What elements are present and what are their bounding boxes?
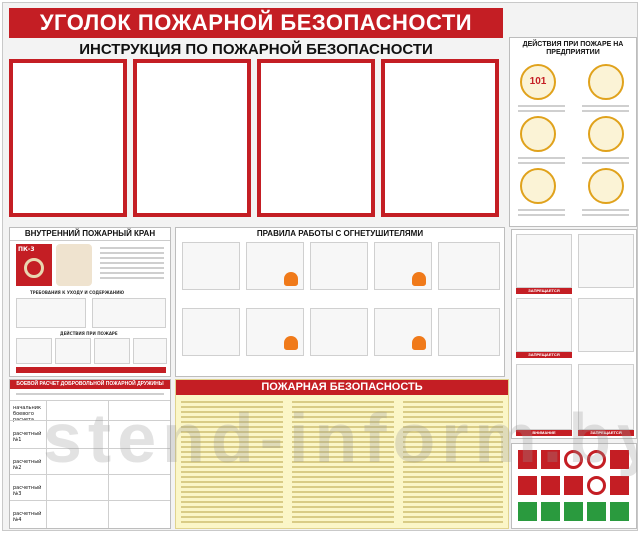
board-subtitle: ИНСТРУКЦИЯ ПО ПОЖАРНОЙ БЕЗОПАСНОСТИ bbox=[79, 41, 433, 58]
exit-sign-icon bbox=[518, 502, 537, 521]
table-row: начальник боевого расчета bbox=[10, 400, 170, 423]
row-label: расчетный №2 bbox=[13, 459, 42, 471]
requirements-heading: ТРЕБОВАНИЯ К УХОДУ И СОДЕРЖАНИЮ bbox=[30, 290, 125, 295]
prohibition-panel: ЗАПРЕЩАЕТСЯ ЗАПРЕЩАЕТСЯ ВНИМАНИЕ ЗАПРЕЩА… bbox=[511, 229, 637, 439]
evacuation-exit-sign-icon bbox=[610, 502, 629, 521]
emergency-exit-sign-icon bbox=[587, 502, 606, 521]
first-aid-sign-icon bbox=[541, 502, 560, 521]
actions-text bbox=[578, 154, 633, 167]
combat-crew-intro bbox=[12, 390, 168, 398]
hydrant-action-step-3 bbox=[94, 338, 130, 364]
warning-image-2 bbox=[578, 234, 634, 288]
document-pocket-4[interactable] bbox=[381, 59, 499, 217]
extinguisher-step-10 bbox=[438, 308, 500, 356]
row-label: расчетный №4 bbox=[13, 511, 42, 523]
fire-flame-icon bbox=[284, 336, 298, 350]
document-pocket-1[interactable] bbox=[9, 59, 127, 217]
hydrant-warning-strip bbox=[16, 367, 166, 373]
hydrant-cabinet: ПК-3 bbox=[16, 244, 52, 286]
actions-panel-title: ДЕЙСТВИЯ ПРИ ПОЖАРЕ НА ПРЕДПРИЯТИИ bbox=[522, 41, 624, 56]
no-smoking-sign-icon bbox=[564, 450, 583, 469]
extinguisher-step-3 bbox=[310, 242, 368, 290]
fire-hose-sign-icon bbox=[610, 450, 629, 469]
hydrant-action-step-1 bbox=[16, 338, 52, 364]
table-divider bbox=[108, 400, 109, 528]
table-row: расчетный №2 bbox=[10, 448, 170, 475]
hose-reel-icon bbox=[24, 258, 44, 278]
prohibition-label: ЗАПРЕЩАЕТСЯ bbox=[516, 352, 572, 358]
actions-text bbox=[578, 206, 633, 219]
extinguisher-step-8 bbox=[310, 308, 368, 356]
safety-text-column-1 bbox=[178, 398, 286, 526]
hydrant-text bbox=[96, 244, 168, 282]
table-row: расчетный №1 bbox=[10, 420, 170, 449]
extinguisher-step-2 bbox=[246, 242, 304, 290]
extinguisher-step-4 bbox=[374, 242, 432, 290]
alarm-button-icon bbox=[588, 116, 624, 152]
document-pocket-3[interactable] bbox=[257, 59, 375, 217]
warning-image-6 bbox=[578, 364, 634, 430]
fire-brigade-icon bbox=[588, 168, 624, 204]
row-label: расчетный №3 bbox=[13, 485, 42, 497]
extinguisher-step-6 bbox=[182, 308, 240, 356]
extinguisher-panel-title: ПРАВИЛА РАБОТЫ С ОГНЕТУШИТЕЛЯМИ bbox=[256, 229, 424, 238]
phone-sign-icon bbox=[564, 476, 583, 495]
table-row: расчетный №3 bbox=[10, 474, 170, 501]
warning-image-4 bbox=[578, 298, 634, 352]
phone-number: 101 bbox=[529, 76, 547, 87]
fire-alarm-sign-icon bbox=[518, 450, 537, 469]
hydrant-actions-heading: ДЕЙСТВИЯ ПРИ ПОЖАРЕ bbox=[60, 331, 118, 336]
prohibition-label: ЗАПРЕЩАЕТСЯ bbox=[516, 288, 572, 294]
safety-signs-panel bbox=[511, 443, 637, 529]
hydrant-panel-title: ВНУТРЕННИЙ ПОЖАРНЫЙ КРАН bbox=[10, 228, 170, 241]
actions-text bbox=[514, 154, 569, 167]
actions-text bbox=[514, 102, 569, 115]
no-open-fire-sign-icon bbox=[587, 450, 606, 469]
fire-safety-title: ПОЖАРНАЯ БЕЗОПАСНОСТЬ bbox=[176, 380, 508, 395]
fire-stand-sign-icon bbox=[610, 476, 629, 495]
warning-image-5 bbox=[516, 364, 572, 430]
phone-101-icon: 101 bbox=[520, 64, 556, 100]
power-off-icon bbox=[520, 168, 556, 204]
table-row: расчетный №4 bbox=[10, 500, 170, 528]
hose-image bbox=[56, 244, 92, 286]
direction-sign-icon bbox=[564, 502, 583, 521]
no-water-sign-icon bbox=[587, 476, 606, 495]
extinguisher-panel: ПРАВИЛА РАБОТЫ С ОГНЕТУШИТЕЛЯМИ bbox=[175, 227, 505, 377]
nozzle-diagram bbox=[92, 298, 166, 328]
fire-extinguisher-sign-icon bbox=[541, 450, 560, 469]
attention-label: ВНИМАНИЕ bbox=[516, 430, 572, 436]
fire-flame-icon bbox=[412, 336, 426, 350]
ladder-sign-icon bbox=[541, 476, 560, 495]
fire-flame-icon bbox=[284, 272, 298, 286]
combat-crew-panel: БОЕВОЙ РАСЧЕТ ДОБРОВОЛЬНОЙ ПОЖАРНОЙ ДРУЖ… bbox=[9, 379, 171, 529]
fire-flame-icon bbox=[412, 272, 426, 286]
warning-image-1 bbox=[516, 234, 572, 288]
warning-image-3 bbox=[516, 298, 572, 352]
cabinet-label: ПК-3 bbox=[18, 246, 35, 253]
hydrant-action-step-4 bbox=[133, 338, 167, 364]
prohibition-label: ЗАПРЕЩАЕТСЯ bbox=[578, 430, 634, 436]
hydrant-action-step-2 bbox=[55, 338, 91, 364]
hydrant-panel: ВНУТРЕННИЙ ПОЖАРНЫЙ КРАН ПК-3 ТРЕБОВАНИЯ… bbox=[9, 227, 171, 377]
evacuation-icon bbox=[520, 116, 556, 152]
fire-hydrant-sign-icon bbox=[518, 476, 537, 495]
extinguisher-step-5 bbox=[438, 242, 500, 290]
extinguisher-step-1 bbox=[182, 242, 240, 290]
actions-panel: ДЕЙСТВИЯ ПРИ ПОЖАРЕ НА ПРЕДПРИЯТИИ 101 bbox=[509, 37, 637, 227]
row-label: расчетный №1 bbox=[13, 431, 42, 443]
combat-crew-title: БОЕВОЙ РАСЧЕТ ДОБРОВОЛЬНОЙ ПОЖАРНОЙ ДРУЖ… bbox=[10, 380, 170, 389]
fire-safety-panel: ПОЖАРНАЯ БЕЗОПАСНОСТЬ bbox=[175, 379, 509, 529]
actions-text bbox=[514, 206, 569, 219]
phone-call-icon bbox=[588, 64, 624, 100]
hose-connection-diagram bbox=[16, 298, 86, 328]
board-title: УГОЛОК ПОЖАРНОЙ БЕЗОПАСНОСТИ bbox=[9, 8, 503, 38]
actions-text bbox=[578, 102, 633, 115]
document-pocket-2[interactable] bbox=[133, 59, 251, 217]
safety-text-column-2 bbox=[289, 398, 397, 526]
table-divider bbox=[46, 400, 47, 528]
safety-text-column-3 bbox=[400, 398, 506, 526]
